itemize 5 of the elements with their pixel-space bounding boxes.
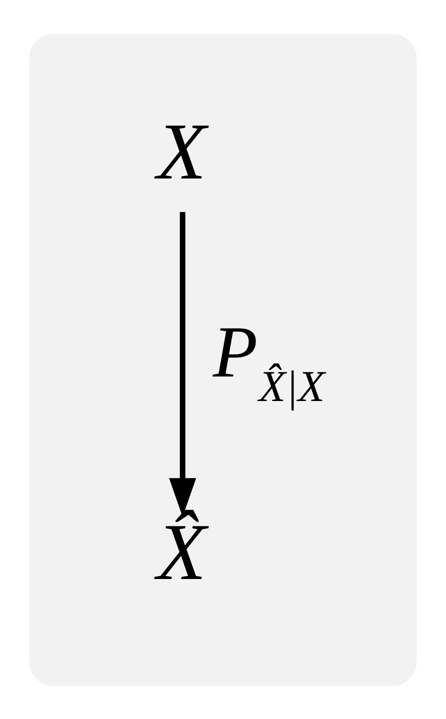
node-text: X̂: [156, 507, 206, 596]
cluster: [29, 34, 417, 686]
edge-label: P$_{X̂|X}$: [212, 311, 325, 411]
node-text: X: [156, 107, 206, 196]
arrow: [169, 211, 196, 516]
